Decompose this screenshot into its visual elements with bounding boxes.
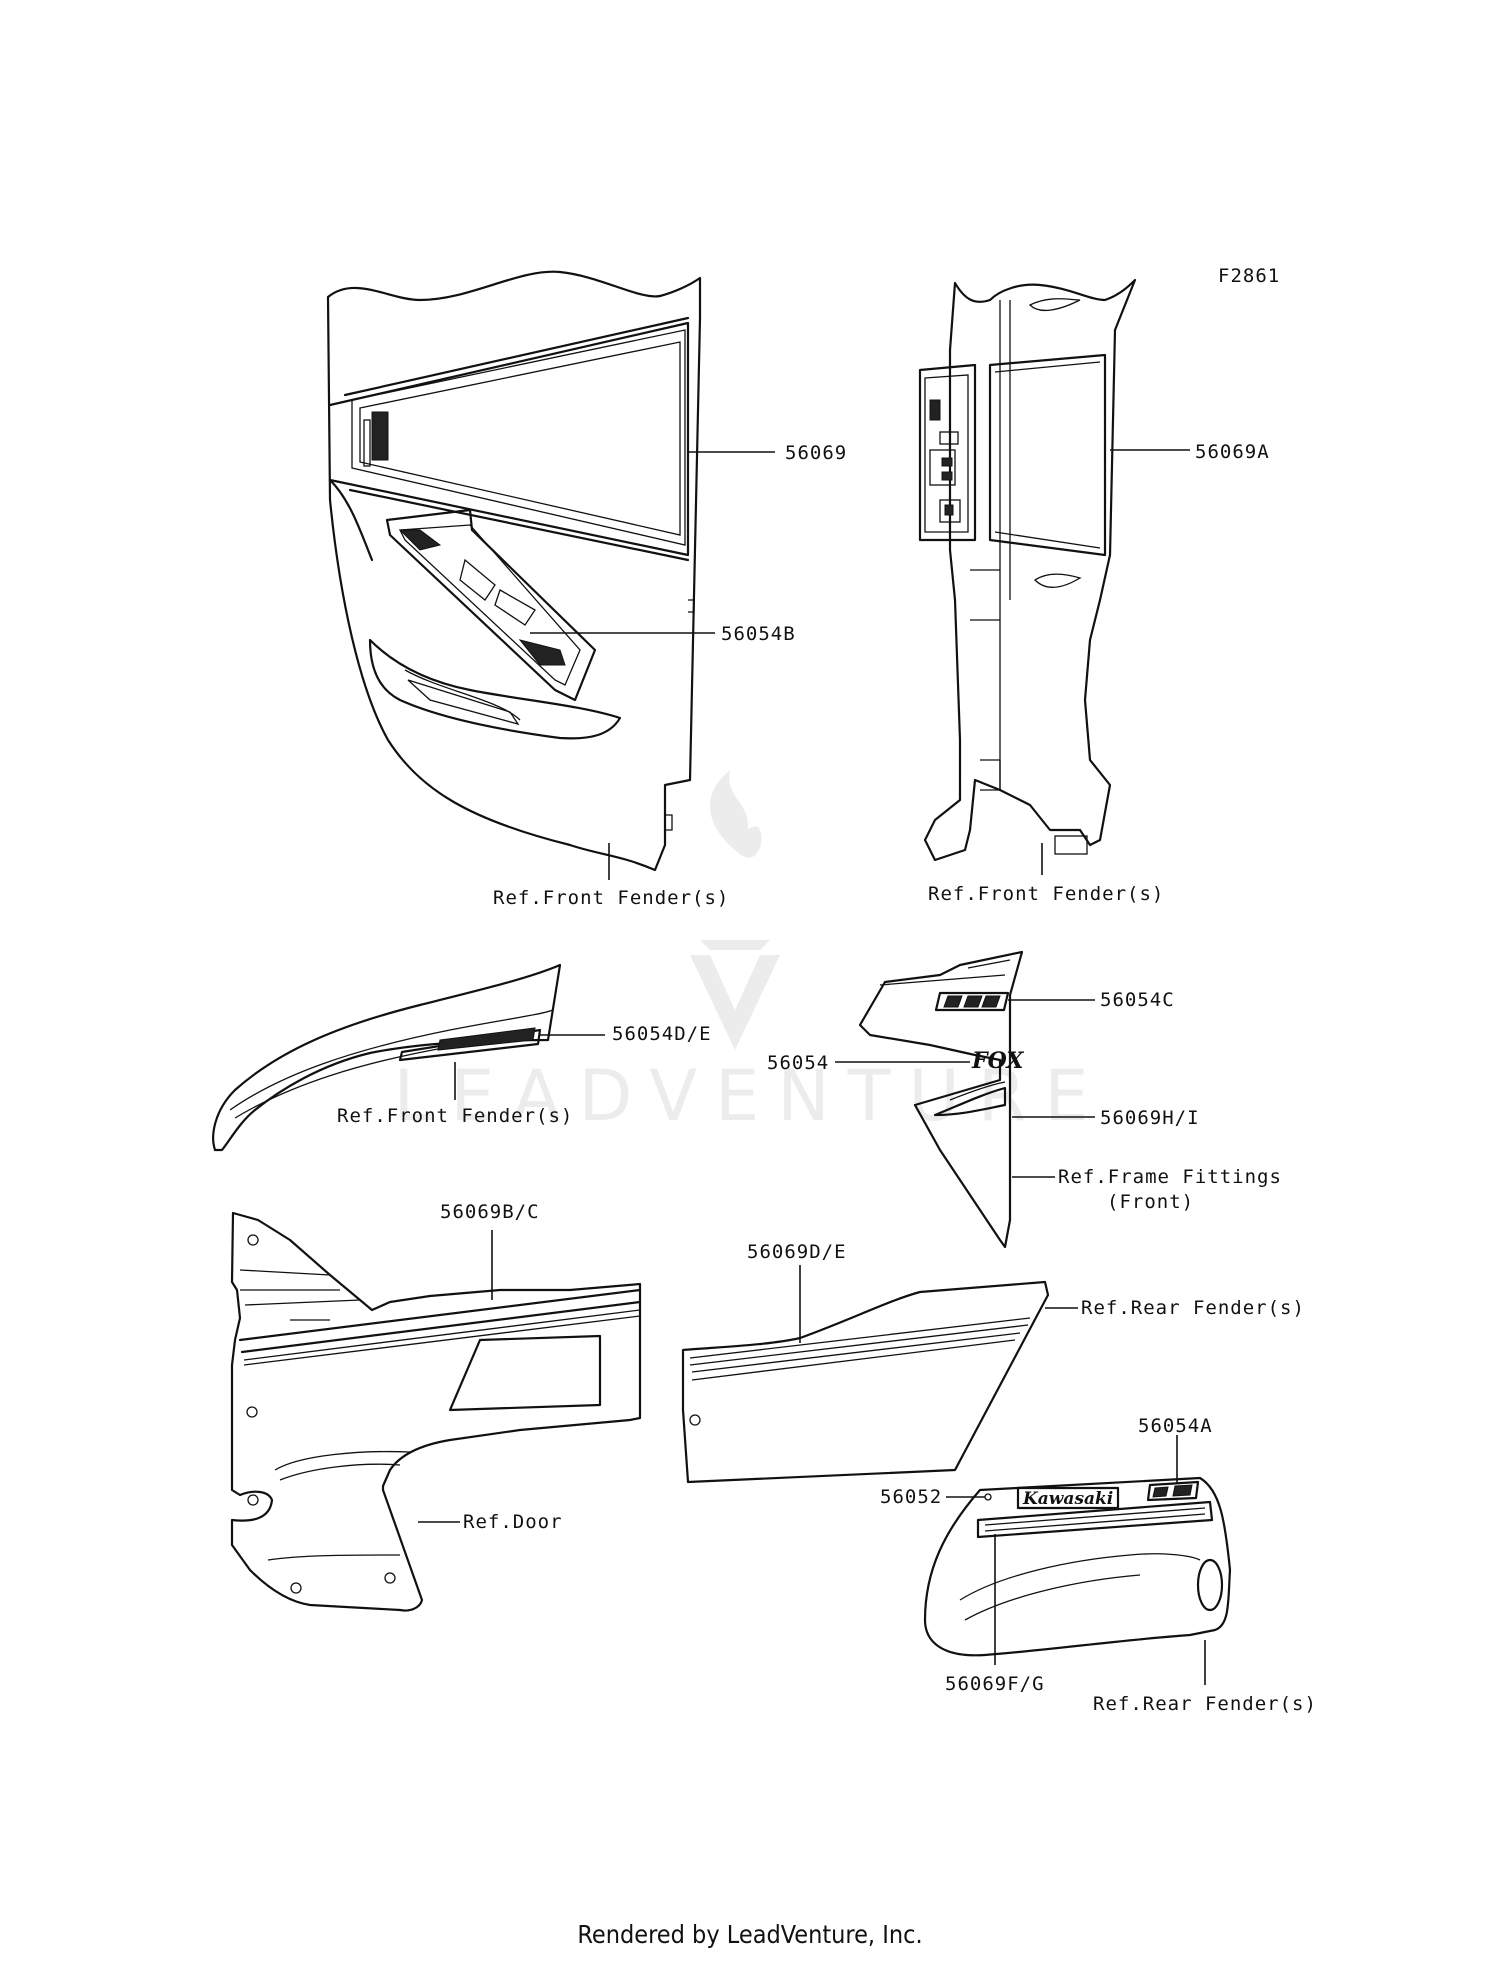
kawasaki-logo: Kawasaki [1022,1489,1113,1509]
label-56052: 56052 [880,1486,942,1508]
watermark-text: LEADVENTURE [393,1055,1106,1137]
front-right-side-panel [918,278,1137,862]
label-ref-front-fender-3: Ref.Front Fender(s) [337,1105,573,1127]
label-56069HI: 56069H/I [1100,1107,1200,1129]
label-56054A: 56054A [1138,1415,1213,1437]
watermark: LEADVENTURE [393,770,1106,1137]
front-fender-strip [212,963,562,1152]
label-ref-front-fender-1: Ref.Front Fender(s) [493,887,729,909]
label-ref-rear-fender-2: Ref.Rear Fender(s) [1093,1693,1317,1715]
label-56069A: 56069A [1195,441,1270,463]
label-ref-frame-fittings-front: (Front) [1107,1191,1194,1213]
label-ref-front-fender-2: Ref.Front Fender(s) [928,883,1164,905]
label-56069FG: 56069F/G [945,1673,1045,1695]
label-ref-rear-fender-1: Ref.Rear Fender(s) [1081,1297,1305,1319]
door-panel [230,1211,642,1612]
front-left-side-panel [326,270,702,872]
label-56069BC: 56069B/C [440,1201,540,1223]
fox-logo: FOX [971,1048,1024,1074]
label-56054: 56054 [767,1052,829,1074]
label-56069DE: 56069D/E [747,1241,847,1263]
rear-fender-panel: Kawasaki [923,1476,1232,1657]
label-56054DE: 56054D/E [612,1023,712,1045]
rear-side-panel [681,1280,1050,1484]
frame-fitting-cover: FOX [858,950,1024,1249]
label-56069: 56069 [785,442,847,464]
label-ref-frame-fittings: Ref.Frame Fittings [1058,1166,1282,1188]
label-56054B: 56054B [721,623,796,645]
footer-credit: Rendered by LeadVenture, Inc. [577,1920,923,1949]
label-ref-door: Ref.Door [463,1511,563,1533]
figure-code: F2861 [1218,265,1280,287]
label-56054C: 56054C [1100,989,1175,1011]
